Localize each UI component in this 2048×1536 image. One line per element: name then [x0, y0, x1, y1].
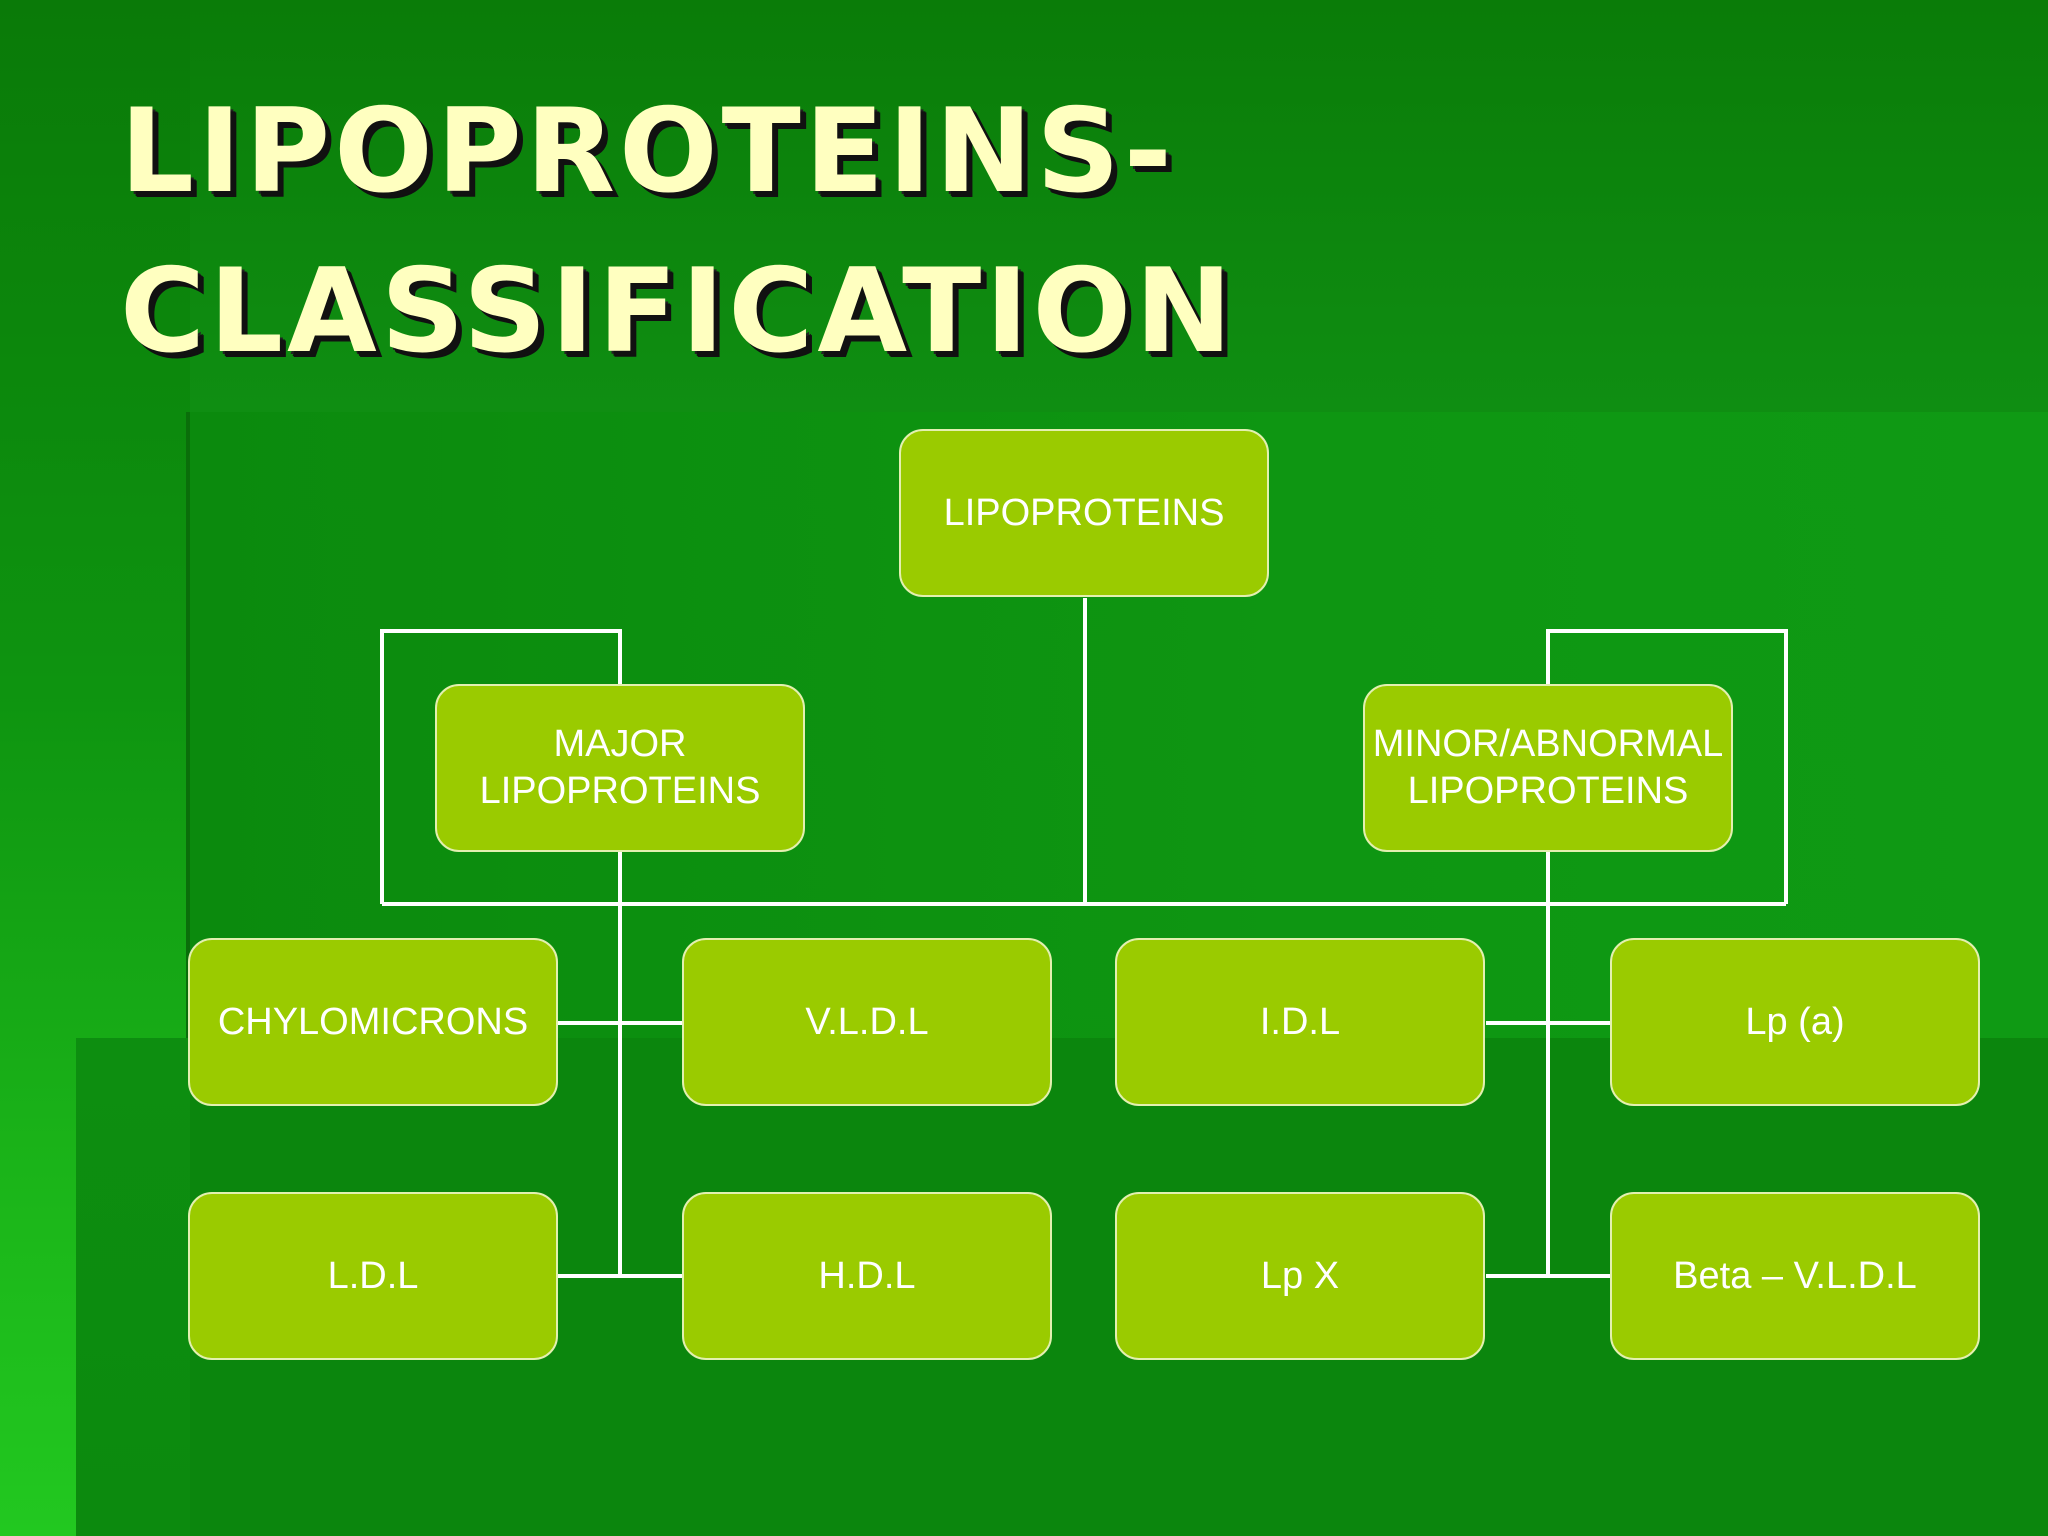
slide-title-line-2: CLASSIFICATION [120, 244, 1237, 379]
node-lp-a: Lp (a) [1610, 938, 1980, 1106]
connector-major-branch [380, 629, 622, 904]
node-minor-abnormal-lipoproteins: MINOR/ABNORMAL LIPOPROTEINS [1363, 684, 1733, 852]
node-lp-x: Lp X [1115, 1192, 1485, 1360]
connector-minor-branch [1546, 629, 1788, 904]
slide-title-line-1: LIPOPROTEINS- [120, 84, 1176, 219]
node-beta-vldl: Beta – V.L.D.L [1610, 1192, 1980, 1360]
node-idl: I.D.L [1115, 938, 1485, 1106]
node-major-lipoproteins: MAJOR LIPOPROTEINS [435, 684, 805, 852]
node-ldl: L.D.L [188, 1192, 558, 1360]
background-top [190, 0, 2048, 412]
slide-title: LIPOPROTEINS- CLASSIFICATION [120, 72, 1236, 392]
node-lipoproteins-root: LIPOPROTEINS [899, 429, 1269, 597]
node-chylomicrons: CHYLOMICRONS [188, 938, 558, 1106]
node-hdl: H.D.L [682, 1192, 1052, 1360]
node-vldl: V.L.D.L [682, 938, 1052, 1106]
